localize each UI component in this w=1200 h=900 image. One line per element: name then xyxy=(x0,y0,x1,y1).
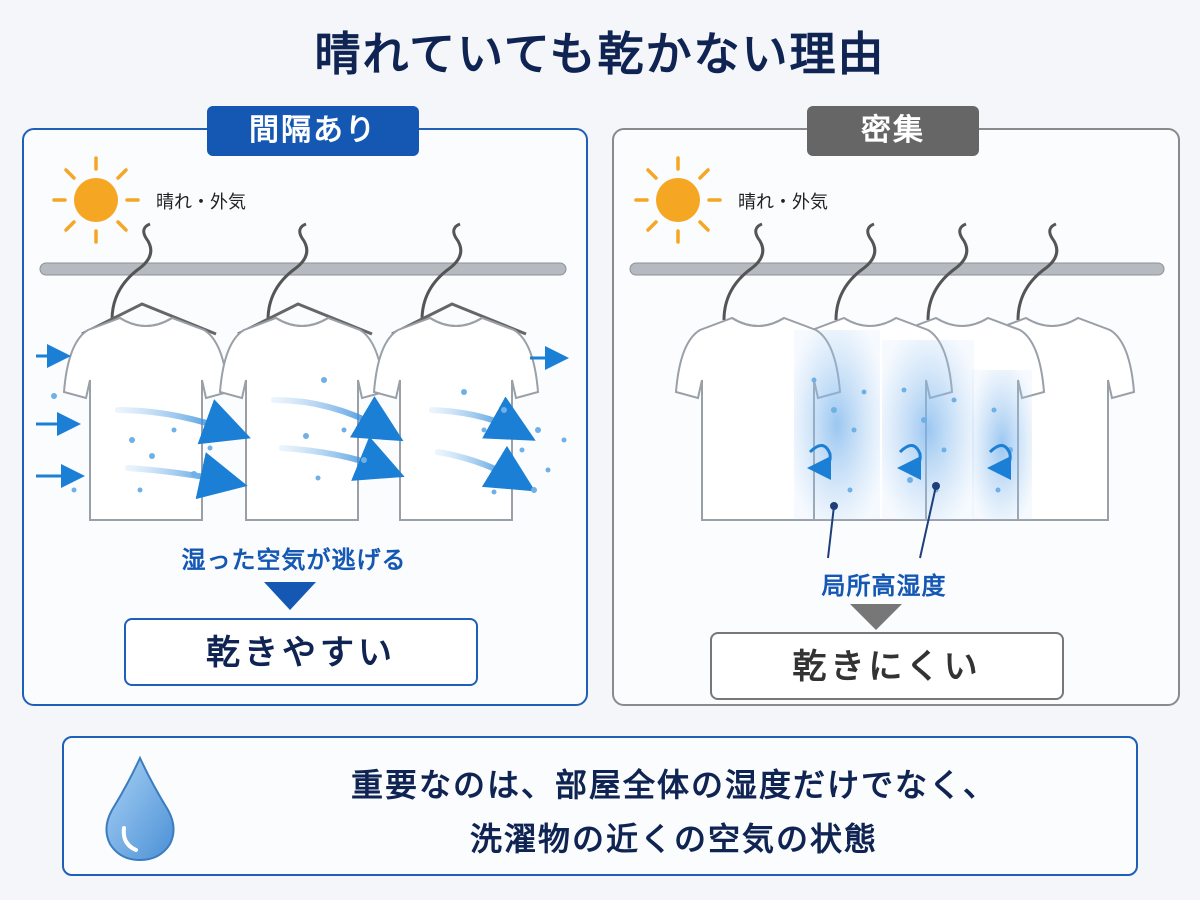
weather-label: 晴れ・外気 xyxy=(156,192,246,213)
result-box: 乾きやすい xyxy=(124,618,478,686)
crowded-panel: 密集 xyxy=(612,106,1180,706)
weather-label: 晴れ・外気 xyxy=(738,192,828,213)
moisture-dots xyxy=(51,377,567,495)
sun-icon xyxy=(52,156,140,244)
flow-label: 局所高湿度 xyxy=(821,572,947,600)
page-title: 晴れていても乾かない理由 xyxy=(314,27,886,81)
down-arrow-icon xyxy=(264,582,316,610)
spaced-illustration xyxy=(36,156,569,521)
sun-icon xyxy=(634,156,722,244)
crowded-illustration xyxy=(629,156,1165,559)
humid-zone xyxy=(794,330,1032,520)
summary-line-2: 洗濯物の近くの空気の状態 xyxy=(469,820,878,858)
hanging-rod xyxy=(629,262,1165,276)
flow-label: 湿った空気が逃げる xyxy=(181,546,407,574)
airflow-arrow-icon xyxy=(36,344,569,488)
water-drop-icon xyxy=(105,755,175,862)
swirl-icon xyxy=(807,444,1012,480)
result-box: 乾きにくい xyxy=(710,632,1064,700)
hanging-rod xyxy=(39,262,567,276)
airflow-arrow-icon xyxy=(115,396,536,500)
tshirt-icon xyxy=(218,222,386,521)
pointer-lines xyxy=(827,482,940,559)
summary-box: 重要なのは、部屋全体の湿度だけでなく、 洗濯物の近くの空気の状態 xyxy=(62,736,1138,876)
summary-line-1: 重要なのは、部屋全体の湿度だけでなく、 xyxy=(350,766,997,804)
spaced-panel: 間隔あり xyxy=(22,106,588,706)
down-arrow-icon xyxy=(850,604,902,630)
crowded-tag: 密集 xyxy=(807,106,979,156)
spaced-tag: 間隔あり xyxy=(207,106,419,156)
